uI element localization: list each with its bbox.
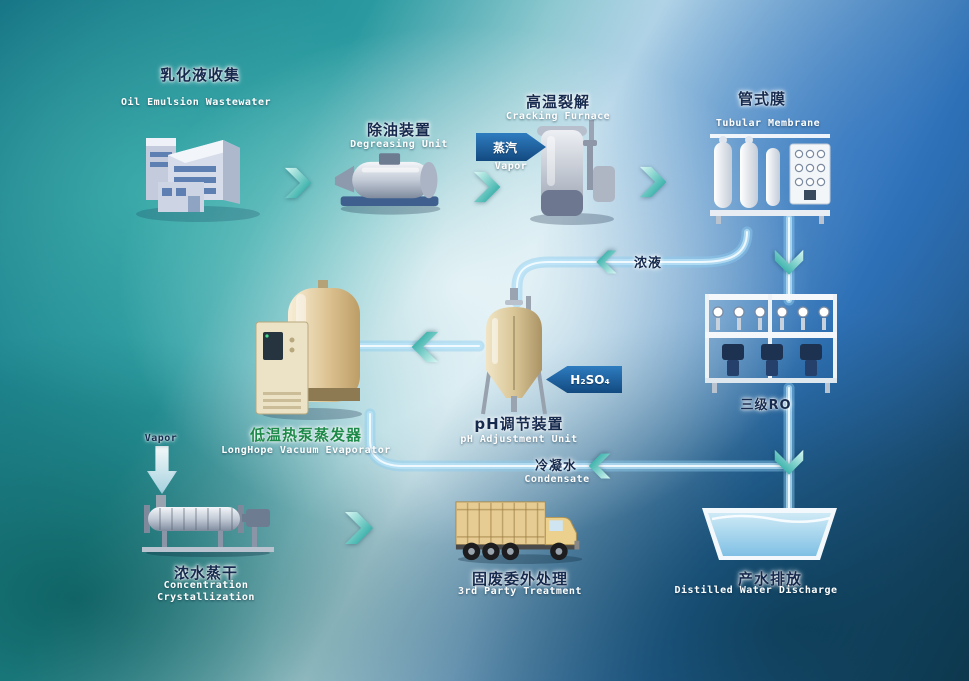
label-cracking-zh: 高温裂解 (525, 93, 591, 111)
factory-building-icon (128, 110, 268, 225)
flow-chevron-right-icon (472, 170, 506, 204)
label-ph-zh: pH调节装置 (474, 415, 564, 433)
label-collection-en: Oil Emulsion Wastewater (121, 97, 271, 108)
flow-chevron-down-icon (773, 448, 805, 480)
steam-label-en: Vapor (494, 161, 528, 172)
degreasing-unit-icon (333, 148, 448, 216)
label-membrane-en: Tubular Membrane (715, 118, 821, 129)
label-ro-zh: 三级RO (740, 398, 792, 413)
label-evaporator-en: LongHope Vacuum Evaporator (221, 445, 391, 456)
vapor-out-label: Vapor (144, 433, 178, 444)
label-evaporator-zh: 低温热泵蒸发器 (249, 426, 363, 444)
label-cracking-en: Cracking Furnace (505, 111, 611, 122)
label-degreasing-zh: 除油装置 (366, 121, 432, 139)
label-membrane-zh: 管式膜 (737, 90, 787, 108)
flow-chevron-left-icon (592, 249, 618, 275)
truck-icon (452, 498, 592, 566)
label-collection-zh: 乳化液收集 (159, 66, 241, 84)
tubular-membrane-icon (706, 128, 834, 228)
flow-chevron-down-icon (773, 248, 805, 280)
label-concentrate-zh: 浓液 (633, 256, 663, 271)
label-condensate-en: Condensate (524, 474, 590, 485)
discharge-pool-icon (702, 506, 837, 564)
flow-chevron-right-icon (638, 165, 672, 199)
ro-system-icon (702, 290, 840, 398)
label-discharge-en: Distilled Water Discharge (674, 585, 838, 596)
flow-chevron-right-icon (343, 510, 379, 546)
label-degreasing-en: Degreasing Unit (350, 139, 448, 150)
evaporator-icon (252, 280, 364, 420)
screw-dryer-icon (142, 495, 277, 557)
label-ph-en: pH Adjustment Unit (460, 434, 578, 445)
label-crystallization-zh: 浓水蒸干 (173, 564, 239, 582)
acid-label: H₂SO₄ (570, 372, 610, 387)
cracking-furnace-icon (527, 118, 622, 226)
ph-reactor-icon (478, 288, 550, 423)
label-condensate-zh: 冷凝水 (534, 459, 578, 474)
label-crystallization-en2: Crystallization (157, 592, 255, 603)
label-third-party-en: 3rd Party Treatment (458, 586, 582, 597)
steam-label-zh: 蒸汽 (492, 140, 517, 155)
label-crystallization-en1: Concentration (163, 580, 249, 591)
label-discharge-zh: 产水排放 (737, 570, 803, 588)
flow-chevron-left-icon (406, 330, 440, 364)
flow-chevron-right-icon (283, 166, 317, 200)
flow-chevron-left-icon (584, 452, 612, 480)
label-third-party-zh: 固废委外处理 (471, 570, 569, 588)
